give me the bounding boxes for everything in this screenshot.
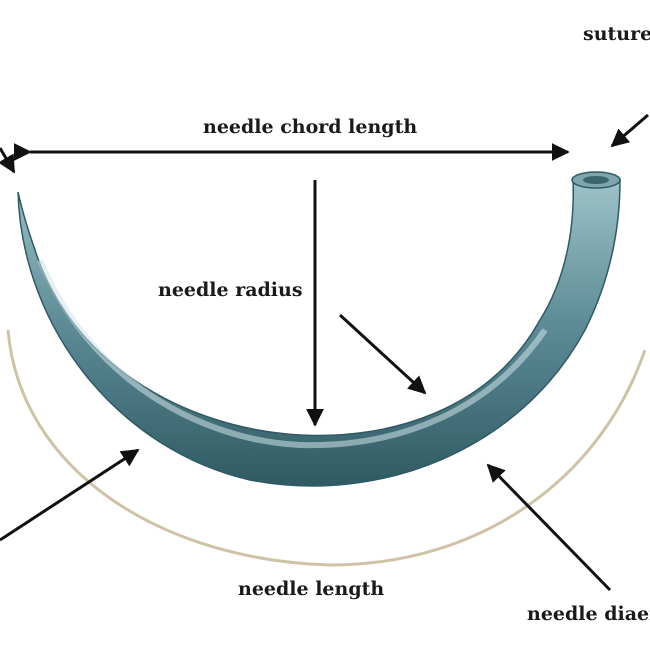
chord-length-label: needle chord length <box>203 116 418 138</box>
radius-label: needle radius <box>158 279 303 301</box>
needle-body <box>17 179 621 487</box>
needle-length-arc <box>6 329 647 567</box>
needle-length-label: needle length <box>238 578 385 600</box>
suture-arrow <box>610 113 649 148</box>
needle-highlight <box>37 258 548 449</box>
diameter-arrow <box>486 463 612 592</box>
needle-diameter-label: needle diaer <box>527 603 650 625</box>
point-arrow <box>0 147 16 174</box>
suture-label: suture <box>583 23 650 45</box>
lower-left-arrow <box>0 448 140 542</box>
body-pointer-arrow <box>338 313 427 395</box>
needle-swage-hole <box>583 176 609 184</box>
